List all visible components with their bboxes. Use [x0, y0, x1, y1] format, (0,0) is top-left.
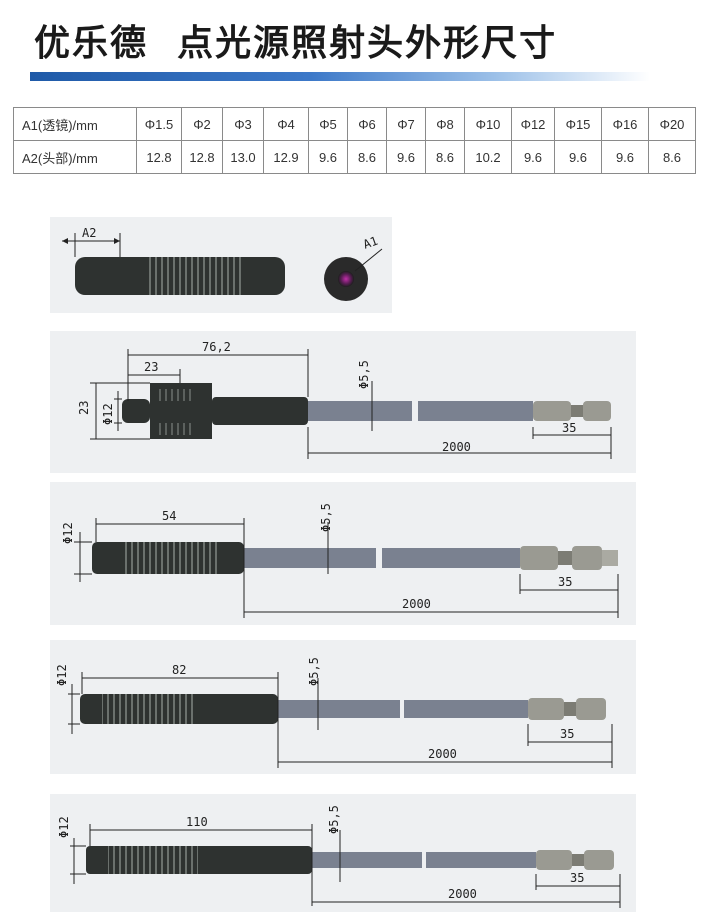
connector-length-label: 35	[558, 575, 572, 589]
table-cell: Φ3	[222, 107, 264, 141]
fiber-cable	[244, 548, 376, 568]
table-cell: 9.6	[386, 140, 426, 174]
height-label: 23	[77, 401, 91, 415]
fiber-length-label: 2000	[442, 440, 471, 454]
table-cell: 8.6	[347, 140, 387, 174]
fiber-diameter-label: Φ5,5	[327, 805, 341, 834]
table-cell: Φ7	[386, 107, 426, 141]
fiber-length-label: 2000	[402, 597, 431, 611]
head-detail-drawing: A2 A1	[62, 226, 383, 301]
diameter-label: Φ12	[57, 816, 71, 838]
fiber-cable	[308, 401, 412, 421]
length-label: 110	[186, 815, 208, 829]
table-cell: Φ12	[511, 107, 555, 141]
table-cell: 8.6	[648, 140, 696, 174]
table-cell: 13.0	[222, 140, 264, 174]
row-header: A1(透镜)/mm	[13, 107, 137, 141]
table-cell: 10.2	[464, 140, 512, 174]
fiber-diameter-label: Φ5,5	[319, 503, 333, 532]
table-cell: Φ10	[464, 107, 512, 141]
title-underline	[30, 72, 650, 81]
connector-length-label: 35	[562, 421, 576, 435]
fiber-cable	[312, 852, 422, 868]
table-cell: Φ16	[601, 107, 649, 141]
table-cell: Φ4	[263, 107, 309, 141]
drawing-panel-3: 82 Φ12 Φ5,5 2000 35	[50, 640, 636, 774]
table-cell: 8.6	[425, 140, 465, 174]
connector-length-label: 35	[570, 871, 584, 885]
length-label: 82	[172, 663, 186, 677]
connector	[536, 850, 572, 870]
table-cell: Φ15	[554, 107, 602, 141]
connector	[520, 546, 558, 570]
table-cell: 9.6	[308, 140, 348, 174]
connector	[533, 401, 571, 421]
table-cell: 12.8	[181, 140, 223, 174]
diameter-label: Φ12	[55, 664, 69, 686]
drawing-panel-4: 110 Φ12 Φ5,5 2000 35	[50, 794, 636, 912]
table-cell: Φ1.5	[136, 107, 182, 141]
length-label: 76,2	[202, 340, 231, 354]
table-cell: Φ2	[181, 107, 223, 141]
lens	[338, 271, 354, 287]
head-detail-panel: A2 A1	[50, 217, 392, 313]
row-header: A2(头部)/mm	[13, 140, 137, 174]
connector	[528, 698, 564, 720]
length-label: 54	[162, 509, 176, 523]
fiber-cable	[278, 700, 400, 718]
spec-table: A1(透镜)/mm Φ1.5 Φ2 Φ3 Φ4 Φ5 Φ6 Φ7 Φ8 Φ10 …	[13, 107, 696, 174]
table-cell: 9.6	[511, 140, 555, 174]
a2-label: A2	[82, 226, 96, 240]
table-cell: 12.9	[263, 140, 309, 174]
fiber-diameter-label: Φ5,5	[357, 360, 371, 389]
table-cell: Φ20	[648, 107, 696, 141]
page-title: 优乐德 点光源照射头外形尺寸	[34, 23, 558, 64]
drawing-panel-2: 54 Φ12 Φ5,5 2000 35	[50, 482, 636, 625]
diameter-label: Φ12	[61, 522, 75, 544]
diameter-label: Φ12	[101, 403, 115, 425]
table-cell: Φ6	[347, 107, 387, 141]
drawing-svg-4: 110 Φ12 Φ5,5 2000 35	[57, 805, 621, 908]
table-row: A1(透镜)/mm Φ1.5 Φ2 Φ3 Φ4 Φ5 Φ6 Φ7 Φ8 Φ10 …	[13, 107, 696, 141]
table-cell: 9.6	[554, 140, 602, 174]
table-row: A2(头部)/mm 12.8 12.8 13.0 12.9 9.6 8.6 9.…	[13, 140, 696, 174]
table-cell: Φ5	[308, 107, 348, 141]
table-cell: 12.8	[136, 140, 182, 174]
drawing-svg-2: 54 Φ12 Φ5,5 2000 35	[61, 503, 619, 618]
fiber-length-label: 2000	[448, 887, 477, 901]
drawing-panel-1: 76,2 23 23 Φ12 Φ5,5 2000 35	[50, 331, 636, 473]
depth-label: 23	[144, 360, 158, 374]
fiber-diameter-label: Φ5,5	[307, 657, 321, 686]
drawing-svg-3: 82 Φ12 Φ5,5 2000 35	[55, 657, 613, 768]
drawing-svg-1: 76,2 23 23 Φ12 Φ5,5 2000 35	[77, 340, 612, 459]
table-cell: 9.6	[601, 140, 649, 174]
a1-label: A1	[361, 234, 379, 252]
fiber-length-label: 2000	[428, 747, 457, 761]
table-cell: Φ8	[425, 107, 465, 141]
connector-length-label: 35	[560, 727, 574, 741]
